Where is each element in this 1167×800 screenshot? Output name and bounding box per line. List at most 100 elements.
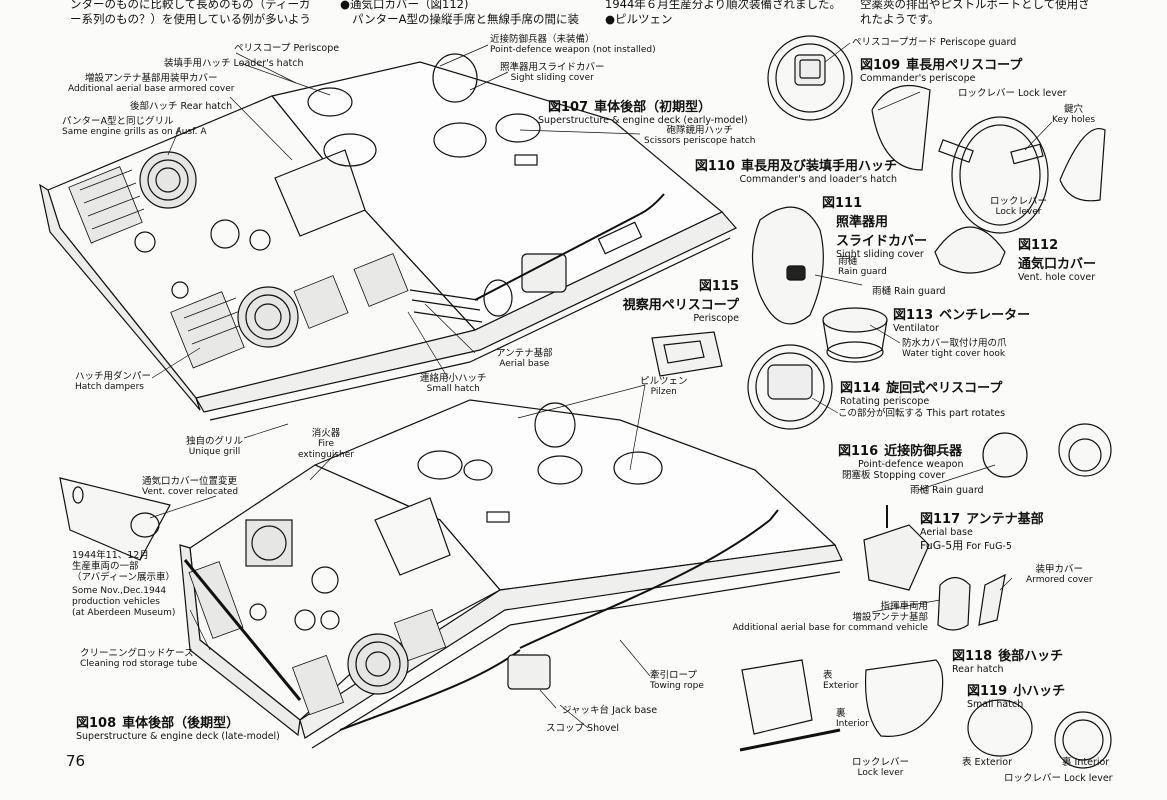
early-model-deck-drawing [39,53,737,421]
figure-title: 照準器用 [836,215,889,230]
component-drawings [651,35,1112,769]
figure-112-caption: 図112 通気口カバー Vent. hole cover [1018,234,1096,283]
body-text-line: ー系列のもの？）を使用している例が多いよう [70,12,311,26]
callout-jack-base: ジャッキ台 Jack base [562,705,658,716]
callout-unique-grill: 独自のグリル Unique grill [186,436,244,457]
figure-title-en: Superstructure & engine deck (late-model… [76,731,280,742]
callout-hatch-dampers: ハッチ用ダンパー Hatch dampers [75,371,152,392]
figure-title: 車体後部（後期型） [122,716,240,731]
body-text-col3: 1944年６月生産分より順次装備されました。 ●ピルツェン [605,0,841,27]
figure-title-en: Point-defence weapon [858,459,964,470]
callout-shovel: スコップ Shovel [546,723,620,734]
figure-title: 後部ハッチ [998,649,1064,664]
figure-title-en: Rotating periscope [840,396,930,407]
figure-number: 図117 [920,512,961,527]
figure-number: 図108 [76,716,117,731]
figure-title-en: Commander's and loader's hatch [739,174,898,185]
figure-107-caption: 図107 車体後部（初期型） Superstructure & engine de… [538,96,748,126]
figure-title-en: Small hatch [967,699,1024,710]
figure-title: 近接防御兵器 [884,444,963,459]
figure-108-caption: 図108 車体後部（後期型） Superstructure & engine de… [76,712,280,742]
callout-pdw-not-installed: 近接防御兵器（未装備） Point-defence weapon (not in… [490,34,656,55]
body-text-line: 1944年６月生産分より順次装備されました。 [605,0,842,11]
callout-scissors-hatch: 砲隊鏡用ハッチ Scissors periscope hatch [644,125,756,146]
figure-119-caption: 図119 小ハッチ Small hatch [967,680,1065,710]
figure-title: 車長用及び装填手用ハッチ [740,159,897,174]
figure-title-en: Superstructure & engine deck (early-mode… [538,115,748,126]
callout-exterior-b: 表 Exterior [962,757,1013,768]
callout-lock-lever-d: ロックレバー Lock lever [1004,773,1113,784]
figure-title: 車長用ペリスコープ [906,58,1023,73]
callout-stopping-cover: 閉塞板 Stopping cover [842,470,946,481]
body-text-col1: ンターのものに比較して長めのもの（ティーガ ー系列のもの？）を使用している例が多… [70,0,311,27]
figure-title: ベンチレーター [939,308,1031,323]
figure-number: 図118 [952,649,993,664]
figure-title: 視察用ペリスコープ [622,298,739,313]
figure-title-en: Commander's periscope [860,73,976,84]
figure-number: 図115 [698,279,739,294]
figure-number: 図119 [967,684,1008,699]
figure-title-en: Periscope [693,313,739,324]
body-text-line: ●ピルツェン [605,12,673,26]
callout-fug5: FuG-5用 For FuG-5 [920,539,1012,552]
callout-lock-lever-a: ロックレバー Lock lever [958,88,1067,99]
figure-title-en: Ventilator [893,323,939,334]
figure-number: 図107 [548,100,589,115]
body-text-line: パンターA型の操縦手席と無線手席の間に装 [352,12,579,26]
callout-rotates: この部分が回転する This part rotates [838,408,1006,419]
callout-loaders-hatch: 装填手用ハッチ Loader's hatch [164,58,304,69]
callout-grills-a: パンターA型と同じグリル Same engine grills as on Au… [62,116,207,137]
callout-aberdeen-vehicles: 1944年11、12月 生産車両の一部 （アバディーン展示車） Some Nov… [72,550,176,618]
leader-lines [149,42,1053,729]
callout-lock-lever-b: ロックレバー Lock lever [990,196,1048,217]
callout-interior-b: 裏 Interior [1062,757,1110,768]
figure-number: 図111 [822,196,863,211]
callout-key-holes: 鍵穴 Key holes [1052,104,1096,125]
callout-rain-guard-a: 雨樋 Rain guard [838,256,887,277]
callout-aerial-armor: 増設アンテナ基部用装甲カバー Additional aerial base ar… [68,73,235,94]
figure-title-en: Rear hatch [952,664,1004,675]
body-text-line: ●通気口カバー（図112) [340,0,469,11]
figure-title: スライドカバー [836,234,928,249]
figure-number: 図114 [840,381,881,396]
figure-title-en: Vent. hole cover [1018,272,1096,283]
callout-aerial-base: アンテナ基部 Aerial base [496,348,553,369]
callout-periscope-guard: ペリスコープガード Periscope guard [852,37,1017,48]
callout-command-aerial: 指揮車両用 増設アンテナ基部 Additional aerial base fo… [732,601,928,633]
figure-109-caption: 図109 車長用ペリスコープ Commander's periscope [860,54,1022,84]
figure-number: 図116 [838,444,879,459]
figure-title: 小ハッチ [1013,684,1066,699]
callout-pilzen: ピルツェン Pilzen [640,376,688,397]
figure-number: 図109 [860,58,901,73]
callout-water-hook: 防水カバー取付け用の爪 Water tight cover hook [902,338,1007,359]
figure-title: 旋回式ペリスコープ [886,381,1003,396]
figure-title-en: Aerial base [920,527,973,538]
callout-fire-extinguisher: 消火器 Fire extinguisher [298,428,354,460]
figure-110-caption: 図110 車長用及び装填手用ハッチ Commander's and loader'… [695,155,897,185]
callout-sight-cover: 照準器用スライドカバー Sight sliding cover [500,62,605,83]
figure-number: 図112 [1018,238,1059,253]
figure-title: アンテナ基部 [966,512,1044,527]
callout-interior-a: 裏 Interior [836,708,869,729]
figure-title: 通気口カバー [1018,257,1097,272]
figure-117-caption: 図117 アンテナ基部 Aerial base [920,508,1044,538]
body-text-line: 空薬莢の排出やピストルポートとして使用さ [860,0,1090,11]
callout-periscope: ペリスコープ Periscope [234,43,340,54]
late-model-deck-drawing [59,399,843,749]
body-text-line: れたようです。 [860,12,940,26]
callout-rain-guard-c: 雨樋 Rain guard [910,485,984,496]
body-text-col2: ●通気口カバー（図112) パンターA型の操縦手席と無線手席の間に装 [340,0,579,27]
figure-115-caption: 図115 視察用ペリスコープ Periscope [623,275,739,324]
callout-exterior-a: 表 Exterior [823,670,859,691]
figure-title: 車体後部（初期型） [594,100,712,115]
figure-title-en: Sight sliding cover [836,249,924,260]
figure-number: 図110 [694,159,735,174]
page-number: 76 [66,752,86,770]
figure-118-caption: 図118 後部ハッチ Rear hatch [952,645,1063,675]
callout-towing-rope: 牽引ロープ Towing rope [650,670,704,691]
callout-vent-relocated: 通気口カバー位置変更 Vent. cover relocated [142,476,239,497]
callout-lock-lever-c: ロックレバー Lock lever [852,757,910,778]
figure-116-caption: 図116 近接防御兵器 Point-defence weapon [838,440,964,470]
